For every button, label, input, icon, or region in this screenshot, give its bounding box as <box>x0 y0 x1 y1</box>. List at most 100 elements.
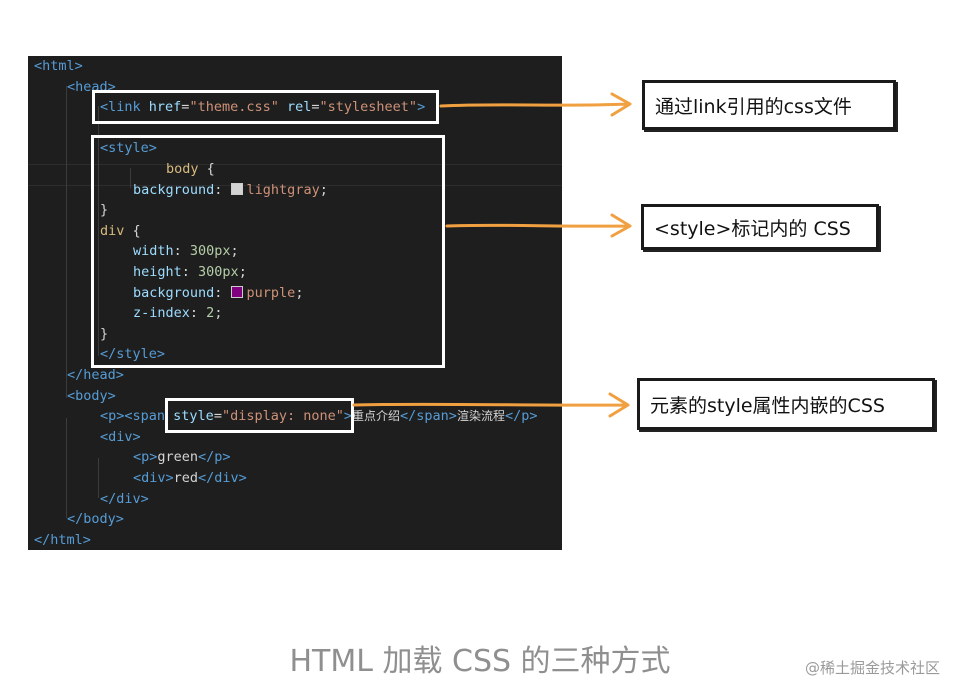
code-token: <p> <box>100 408 125 425</box>
code-token: z-index <box>133 305 190 322</box>
code-line: <p>green</p> <box>133 447 231 467</box>
code-line: <link href="theme.css" rel="stylesheet"> <box>100 97 425 117</box>
indent-guide <box>98 458 99 498</box>
code-token: { <box>124 222 141 239</box>
color-swatch <box>230 285 243 298</box>
code-token: rel <box>286 99 312 116</box>
code-token: : <box>214 181 231 198</box>
code-token: 重点介绍 <box>352 409 401 424</box>
code-token: <html> <box>34 58 83 74</box>
code-token: = <box>213 408 222 425</box>
code-token: <div> <box>100 428 141 445</box>
code-token: body <box>166 161 199 177</box>
code-line: <style> <box>100 138 157 158</box>
code-token: } <box>100 202 109 219</box>
code-line: width: 300px; <box>133 241 239 261</box>
code-line: </body> <box>67 509 124 529</box>
code-token: </p> <box>198 449 231 466</box>
code-token: </div> <box>100 490 149 507</box>
link-highlight-box <box>92 90 439 124</box>
code-token: "display: none" <box>221 408 344 425</box>
code-line: body { <box>166 159 215 179</box>
indent-guide <box>98 106 99 356</box>
code-line: z-index: 2; <box>133 303 222 323</box>
code-line: <div>red</div> <box>133 468 247 488</box>
code-editor-panel: <html><head><link href="theme.css" rel="… <box>28 56 562 550</box>
current-line-highlight <box>28 164 562 186</box>
code-line: } <box>100 200 108 220</box>
arrow-to-link-callout <box>439 92 632 117</box>
code-token: height <box>133 264 182 280</box>
code-token: </p> <box>504 408 538 425</box>
code-token: <body> <box>67 387 116 404</box>
code-line: div { <box>100 221 141 241</box>
code-token: red <box>173 470 199 486</box>
code-token: </div> <box>198 470 247 486</box>
code-token: <span <box>124 408 174 425</box>
code-token: ; <box>230 243 239 260</box>
code-token: "stylesheet" <box>319 99 418 116</box>
code-line: background: lightgray; <box>133 180 328 200</box>
code-token: : <box>189 305 207 322</box>
code-line: </div> <box>100 489 149 509</box>
indent-guide <box>130 168 131 188</box>
code-token: </html> <box>34 531 91 548</box>
callout-inline-style-css: 元素的style属性内嵌的CSS <box>637 378 935 430</box>
code-line: </head> <box>67 365 124 385</box>
code-token: <style> <box>100 140 157 157</box>
code-token: lightgray <box>246 181 320 198</box>
code-token: } <box>100 325 109 342</box>
code-token: </style> <box>100 346 166 363</box>
code-line: </html> <box>34 530 91 550</box>
arrow-to-inline-callout <box>352 392 630 418</box>
code-token: = <box>311 99 320 116</box>
code-token: green <box>157 449 199 466</box>
code-token: </head> <box>67 367 124 383</box>
figure-caption: HTML 加载 CSS 的三种方式 <box>289 644 671 679</box>
code-token: 300px <box>198 264 239 280</box>
code-token: ; <box>214 305 223 322</box>
code-token: width <box>133 243 174 260</box>
code-token: { <box>198 161 215 177</box>
code-line: <p><span style="display: none">重点介绍</spa… <box>100 406 537 426</box>
code-line: </style> <box>100 344 165 364</box>
code-line: height: 300px; <box>133 262 247 282</box>
arrow-to-style-callout <box>445 213 632 238</box>
code-token: 渲染流程 <box>456 409 505 424</box>
indent-guide <box>66 418 67 518</box>
code-token: 2 <box>206 305 215 322</box>
code-line: } <box>100 324 108 344</box>
code-token: <p> <box>133 449 158 466</box>
inline-style-highlight-box <box>165 398 354 433</box>
code-token: = <box>181 99 190 116</box>
code-token: "theme.css" <box>189 99 279 116</box>
code-token: purple <box>246 284 296 301</box>
code-token: : <box>181 264 199 280</box>
code-token: <link <box>100 99 149 116</box>
code-token: div <box>100 222 125 239</box>
callout-style-tag-css: <style>标记内的 CSS <box>641 204 879 250</box>
code-line: <div> <box>100 427 141 447</box>
code-line: background: purple; <box>133 283 303 303</box>
code-token: <div> <box>133 470 174 486</box>
code-token: ; <box>295 284 304 301</box>
code-line: <html> <box>34 56 83 76</box>
code-token: </body> <box>67 511 124 528</box>
code-token: ; <box>238 264 247 280</box>
watermark: @稀土掘金技术社区 <box>804 659 940 677</box>
code-token: </span> <box>400 408 457 425</box>
code-token: > <box>343 408 353 425</box>
callout-link-css: 通过link引用的css文件 <box>642 80 896 130</box>
color-swatch <box>230 182 243 195</box>
indent-guide <box>66 86 67 398</box>
callout-style-label: <style>标记内的 CSS <box>654 217 851 240</box>
style-block-highlight-box <box>91 135 445 368</box>
code-token: : <box>173 243 190 260</box>
code-token: background <box>133 284 215 301</box>
code-token: href <box>148 99 182 116</box>
code-token: > <box>417 99 426 116</box>
callout-inline-label: 元素的style属性内嵌的CSS <box>650 394 885 417</box>
code-token: background <box>133 181 215 198</box>
code-token: : <box>214 284 231 301</box>
